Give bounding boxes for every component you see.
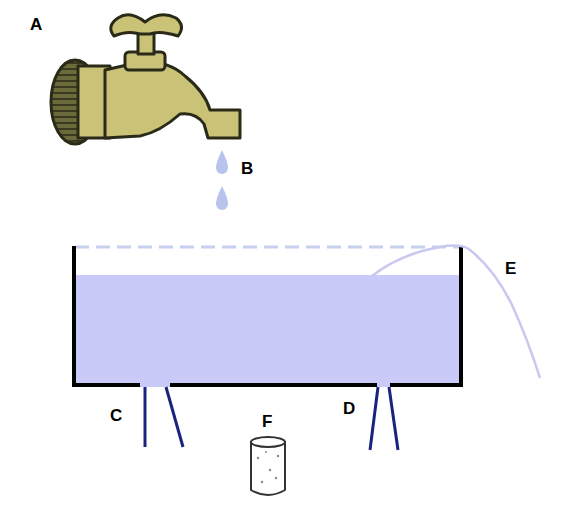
part-letter: A — [30, 16, 42, 33]
overflow-tube — [372, 246, 540, 378]
part-letter: C — [110, 407, 122, 424]
fill-line — [75, 246, 462, 249]
water-drops — [216, 150, 228, 210]
cork — [251, 437, 285, 495]
tank — [72, 246, 463, 386]
part-letter: E — [505, 260, 516, 277]
water-jets — [145, 387, 398, 450]
part-letter: D — [343, 400, 355, 417]
faucet — [51, 15, 240, 144]
part-letter: B — [241, 160, 253, 177]
water — [75, 275, 461, 384]
part-letter: F — [262, 413, 272, 430]
